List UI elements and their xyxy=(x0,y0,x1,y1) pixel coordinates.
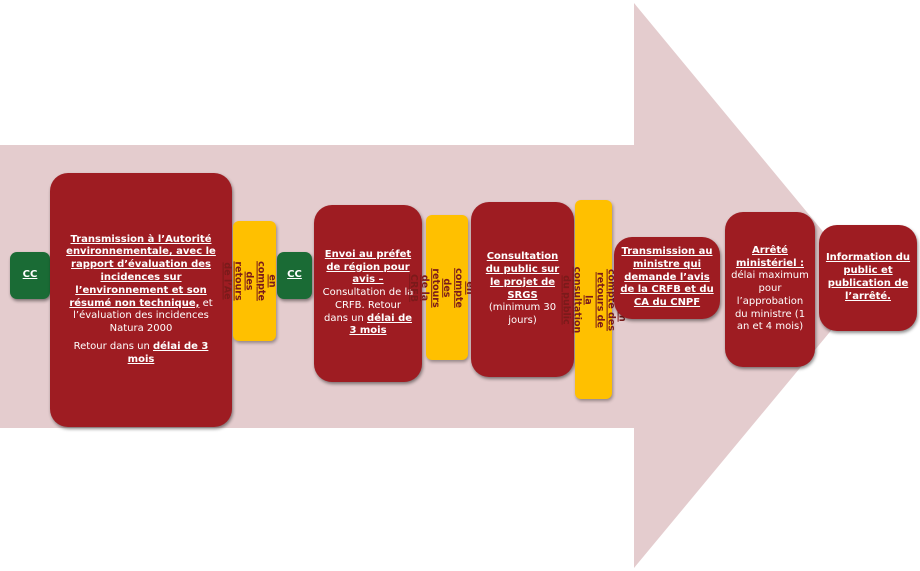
step-1-rest: et l’évaluation des incidences Natura 20… xyxy=(73,297,213,335)
step-3-title: Consultation du public sur le projet de … xyxy=(485,251,560,301)
step-5-rest: délai maximum pour l’approbation du mini… xyxy=(731,270,809,333)
step-1-text: Transmission à l’Autorité environnementa… xyxy=(64,234,218,336)
step-3-rest: (minimum 30 jours) xyxy=(488,302,557,327)
step-2-delay: délai de 3 mois xyxy=(349,312,413,337)
feedback-ae: Prise en compte des retours de l’Ae xyxy=(221,221,288,341)
step-2-rest: Consultation de la CRFB. Retour dans un xyxy=(322,287,414,324)
step-1-delay-prefix: Retour dans un xyxy=(73,340,153,352)
step-regional-prefect: Envoi au préfet de région pour avis – Co… xyxy=(314,205,422,382)
cc-label: CC xyxy=(22,269,38,281)
cc-box-1: CC xyxy=(10,252,50,299)
step-2-title: Envoi au préfet de région pour avis – xyxy=(324,248,412,286)
step-minister-transmission: Transmission au ministre qui demande l’a… xyxy=(614,237,720,319)
step-5-title: Arrêté ministériel : xyxy=(736,244,804,269)
step-public-consultation: Consultation du public sur le projet de … xyxy=(471,202,574,377)
step-2-text: Envoi au préfet de région pour avis – Co… xyxy=(322,249,414,339)
cc-label: CC xyxy=(287,269,302,281)
feedback-public: Prise en compte des retours de la consul… xyxy=(560,200,627,399)
step-4-title: Transmission au ministre qui demande l’a… xyxy=(620,246,714,309)
cc-box-2: CC xyxy=(277,252,312,299)
step-1-title: Transmission à l’Autorité environnementa… xyxy=(66,233,216,309)
step-1-delay: délai de 3 mois xyxy=(127,340,209,365)
step-environmental-authority: Transmission à l’Autorité environnementa… xyxy=(50,173,232,427)
step-ministerial-order: Arrêté ministériel : délai maximum pour … xyxy=(725,212,815,367)
step-1-delay-line: Retour dans un délai de 3 mois xyxy=(64,341,218,367)
step-public-information: Information du public et publication de … xyxy=(819,225,917,331)
step-6-title: Information du public et publication de … xyxy=(825,252,911,302)
feedback-crfb: Prise en compte des retours de la CRFB xyxy=(408,215,486,360)
